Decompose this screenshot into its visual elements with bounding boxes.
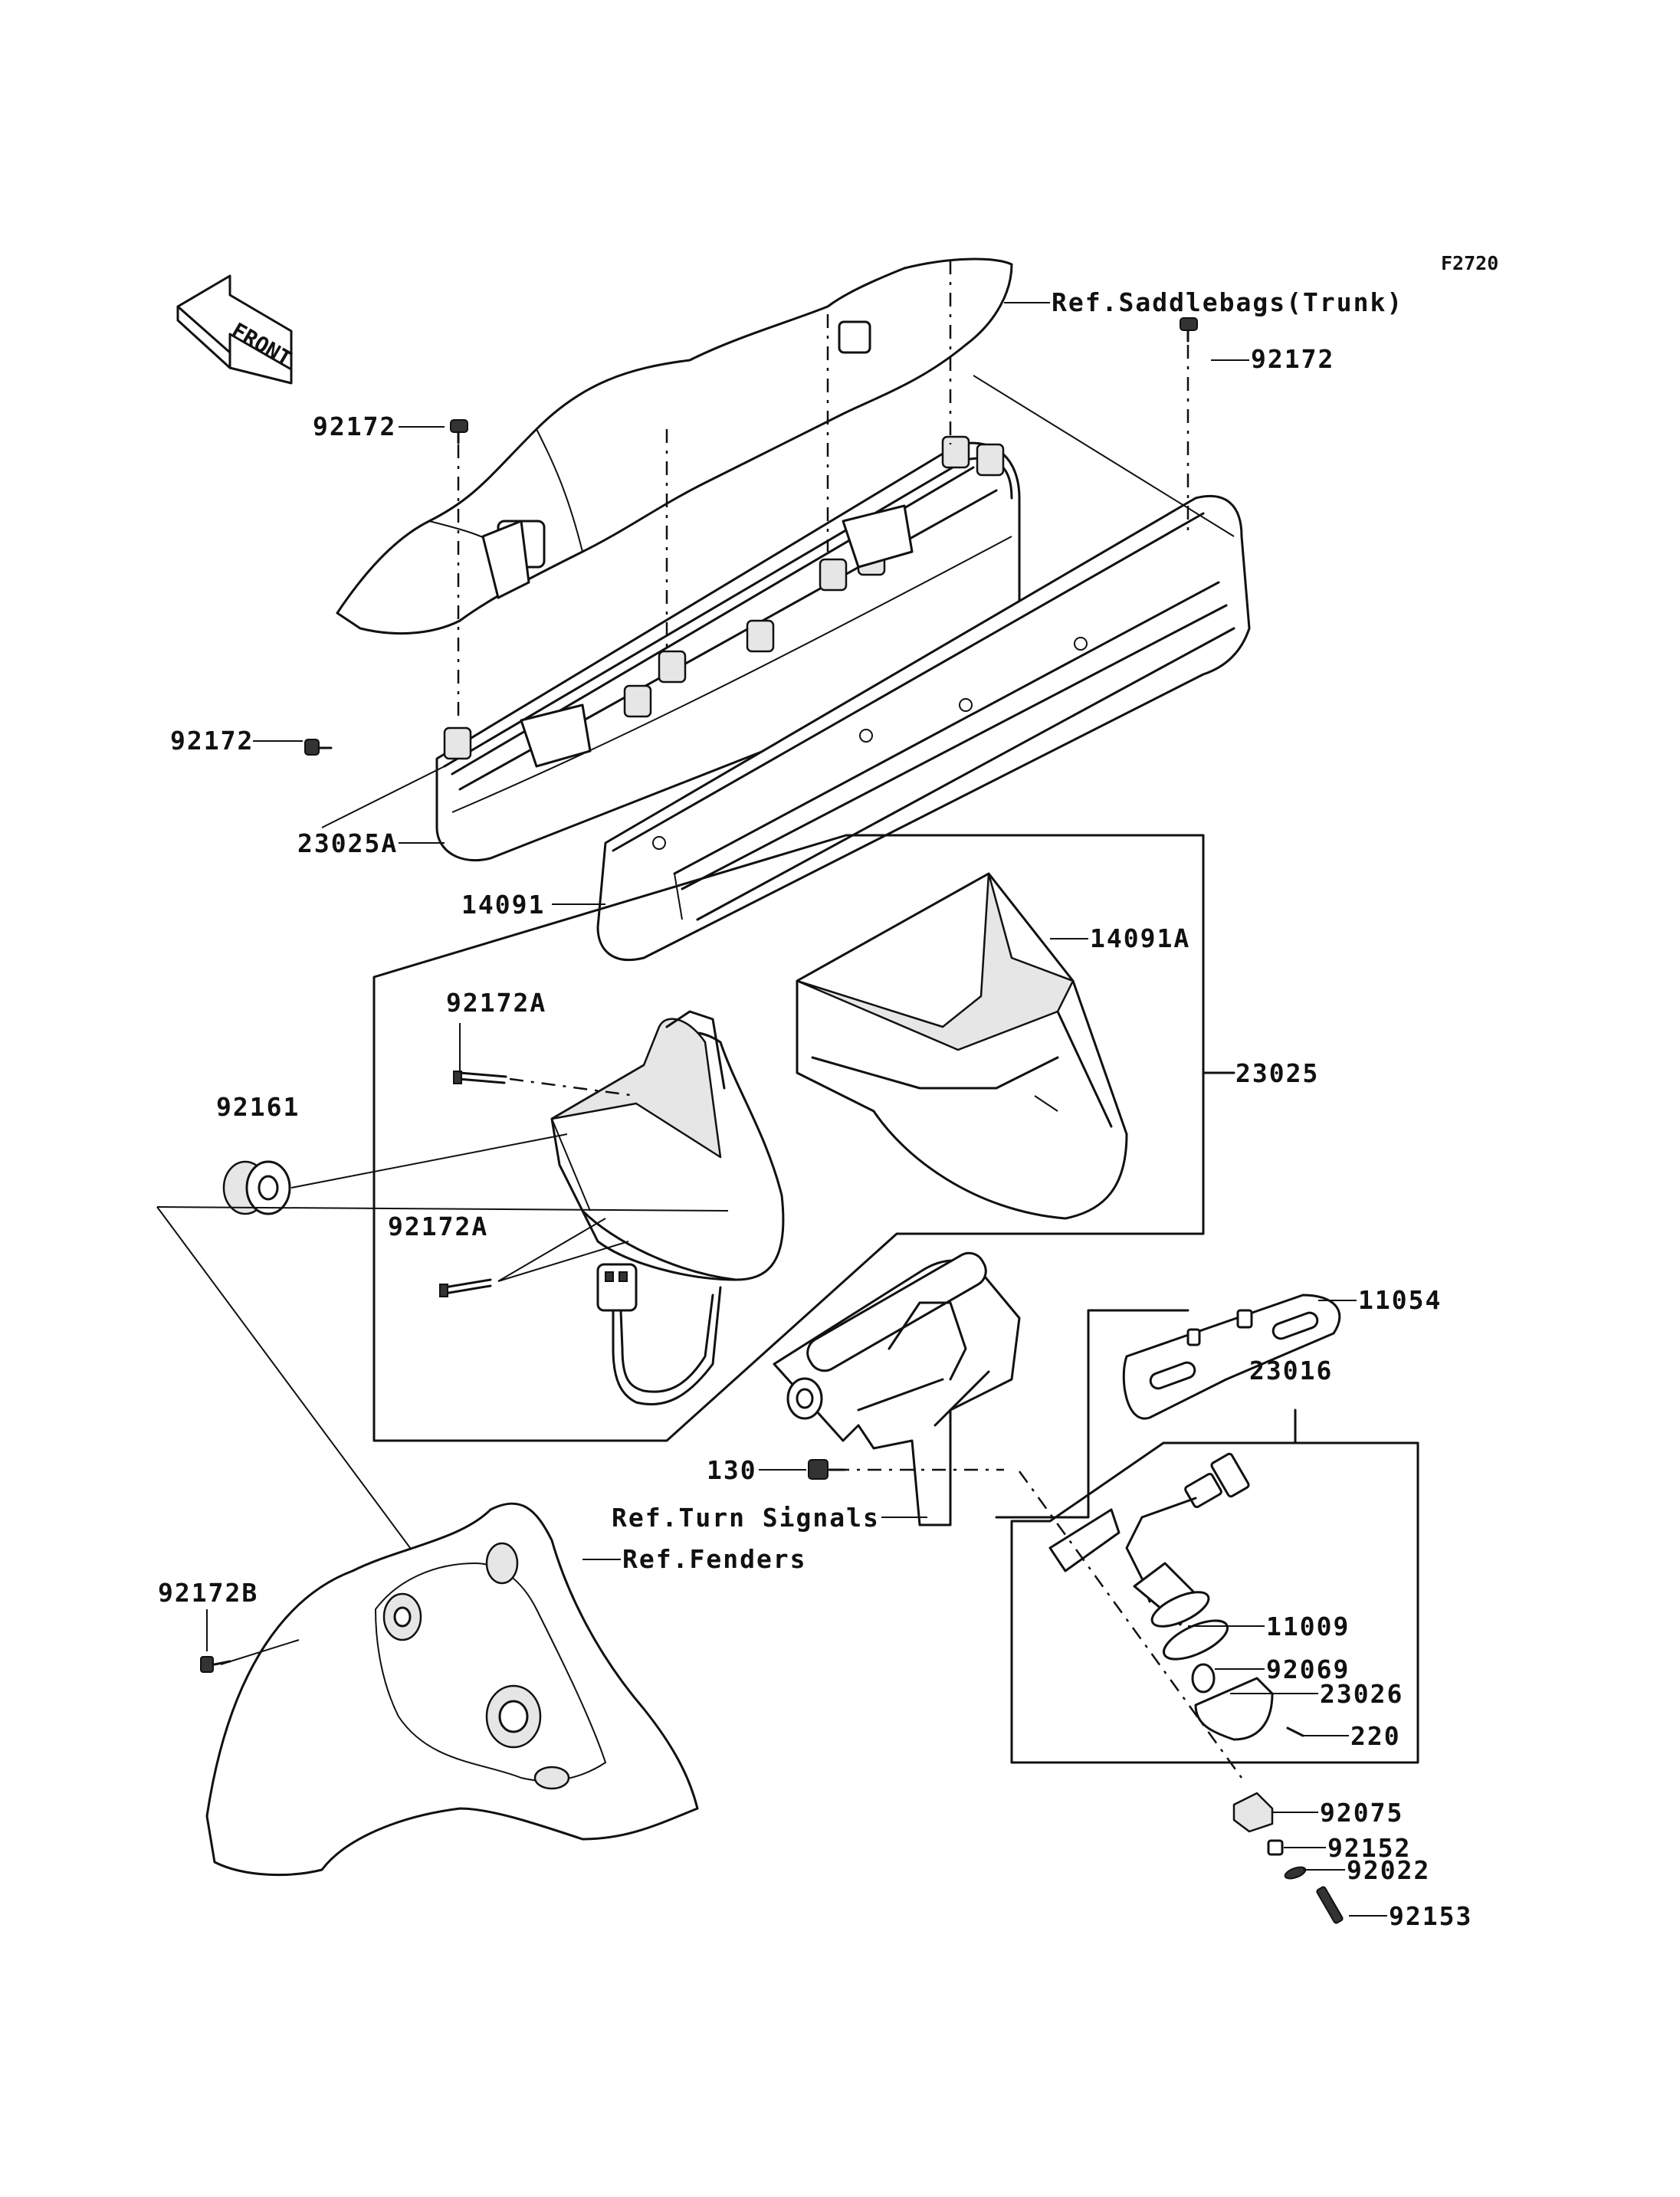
part-label-23025A: 23025A xyxy=(297,828,398,858)
grommet-92161 xyxy=(156,1133,729,1564)
leader-lines xyxy=(220,302,1387,1917)
screw-92172-top-left xyxy=(450,419,468,720)
alignment-line xyxy=(973,375,1235,537)
nut-130 xyxy=(808,1459,1004,1480)
part-label-14091A: 14091A xyxy=(1090,923,1190,953)
part-label-92161: 92161 xyxy=(216,1092,300,1122)
screw-92172B xyxy=(200,1609,231,1673)
part-label-14091: 14091 xyxy=(461,890,545,920)
screw-92172A-upper xyxy=(453,1023,637,1097)
figure-code: F2720 xyxy=(1441,252,1498,274)
lens-14091A xyxy=(796,872,1128,1220)
part-label-11009: 11009 xyxy=(1266,1612,1350,1641)
part-label-130: 130 xyxy=(707,1455,757,1485)
ref-label-turn-signals: Ref.Turn Signals xyxy=(612,1503,880,1533)
bracket-11054 xyxy=(995,1294,1341,1519)
license-bracket xyxy=(773,1251,1021,1526)
part-label-92172: 92172 xyxy=(1251,344,1334,374)
part-label-92075: 92075 xyxy=(1320,1798,1403,1828)
ref-label-fenders: Ref.Fenders xyxy=(622,1544,807,1574)
part-label-23026: 23026 xyxy=(1320,1679,1403,1709)
part-label-92172A: 92172A xyxy=(388,1212,488,1241)
part-label-92172: 92172 xyxy=(313,412,396,441)
part-label-11054: 11054 xyxy=(1358,1285,1442,1315)
fender-outline xyxy=(205,1502,699,1877)
screw-92172A-lower xyxy=(439,1218,629,1297)
part-label-23025: 23025 xyxy=(1235,1058,1319,1088)
front-direction-arrow-icon: FRONT xyxy=(176,274,296,385)
part-label-92172: 92172 xyxy=(170,726,254,756)
screw-92172-top-right xyxy=(1180,317,1198,536)
ref-label-saddlebags: Ref.Saddlebags(Trunk) xyxy=(1052,287,1403,317)
part-label-220: 220 xyxy=(1350,1721,1401,1751)
tail-lamp-unit xyxy=(550,1010,785,1406)
part-label-92172B: 92172B xyxy=(158,1578,258,1608)
part-label-92172A: 92172A xyxy=(446,988,546,1018)
assembly-bracket-23025 xyxy=(372,834,1235,1442)
part-label-92069: 92069 xyxy=(1266,1654,1350,1684)
alignment-line xyxy=(321,766,445,828)
license-light-parts xyxy=(1018,1452,1304,1779)
part-label-92152: 92152 xyxy=(1327,1833,1411,1863)
part-label-92153: 92153 xyxy=(1389,1901,1472,1931)
hardware-stack xyxy=(1232,1792,1344,1924)
part-label-92022: 92022 xyxy=(1347,1855,1430,1885)
screw-92172-left xyxy=(304,739,333,756)
license-light-group-23016 xyxy=(1010,1408,1419,1764)
lens-14091 xyxy=(596,494,1251,962)
part-label-23016: 23016 xyxy=(1249,1356,1333,1385)
